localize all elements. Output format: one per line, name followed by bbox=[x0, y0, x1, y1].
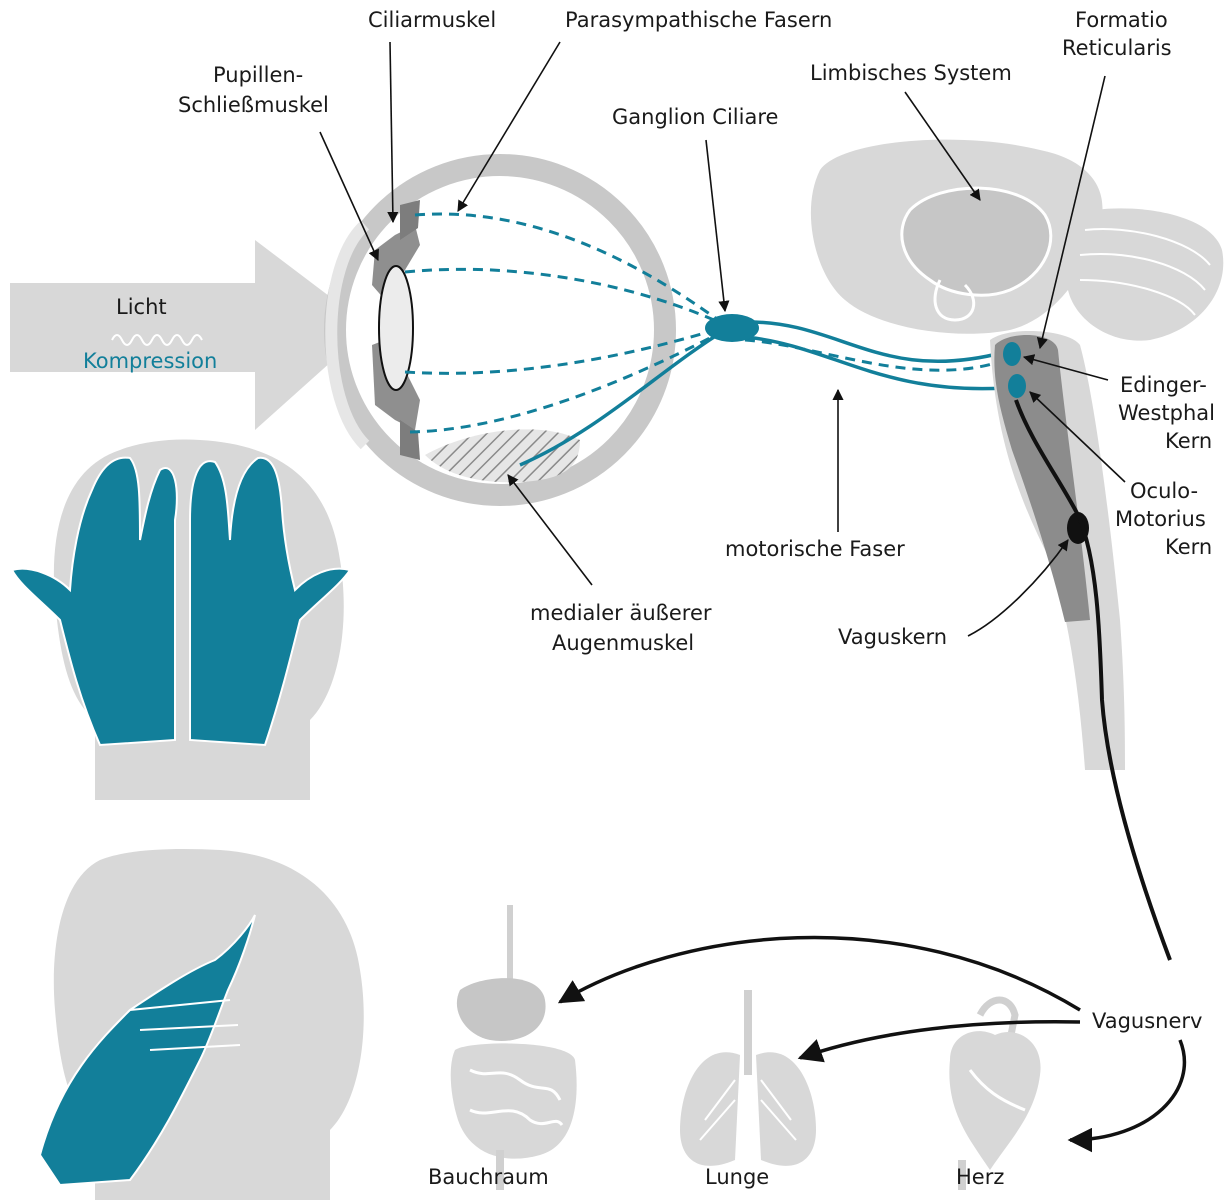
label-vaguskern: Vaguskern bbox=[838, 625, 947, 649]
label-herz: Herz bbox=[956, 1165, 1004, 1189]
label-pupillen-1: Pupillen- bbox=[213, 63, 303, 87]
label-ganglion-ciliare: Ganglion Ciliare bbox=[612, 105, 778, 129]
label-kompression: Kompression bbox=[83, 349, 217, 373]
label-oculo-2: Motorius bbox=[1115, 507, 1206, 531]
label-edinger-1: Edinger- bbox=[1120, 373, 1207, 397]
abdomen-organs-icon bbox=[451, 905, 577, 1190]
label-bauchraum: Bauchraum bbox=[428, 1165, 549, 1189]
label-pupillen-2: Schließmuskel bbox=[178, 93, 329, 117]
label-vagusnerv: Vagusnerv bbox=[1092, 1009, 1202, 1033]
light-arrow bbox=[10, 240, 370, 430]
edinger-westphal-nucleus bbox=[1003, 342, 1021, 366]
label-edinger-3: Kern bbox=[1165, 429, 1212, 453]
label-parasympathische-fasern: Parasympathische Fasern bbox=[565, 8, 832, 32]
vagus-arrows bbox=[560, 938, 1184, 1140]
lungs-icon bbox=[680, 990, 816, 1166]
label-motorische-faser: motorische Faser bbox=[725, 537, 905, 561]
brain-illustration bbox=[811, 140, 1223, 770]
ganglion-ciliare-node bbox=[705, 314, 759, 342]
label-medialer-2: Augenmuskel bbox=[552, 631, 694, 655]
label-formatio-1: Formatio bbox=[1075, 8, 1168, 32]
label-limbisches-system: Limbisches System bbox=[810, 61, 1012, 85]
label-edinger-2: Westphal bbox=[1118, 401, 1215, 425]
label-oculo-3: Kern bbox=[1165, 535, 1212, 559]
label-formatio-2: Reticularis bbox=[1062, 36, 1172, 60]
eye-illustration bbox=[331, 165, 665, 495]
label-medialer-1: medialer äußerer bbox=[530, 601, 712, 625]
label-ciliarmuskel: Ciliarmuskel bbox=[368, 8, 496, 32]
label-oculo-1: Oculo- bbox=[1130, 479, 1198, 503]
label-licht: Licht bbox=[116, 295, 167, 319]
label-lunge: Lunge bbox=[705, 1165, 769, 1189]
oculomotor-nucleus bbox=[1008, 374, 1026, 398]
heart-icon bbox=[949, 1000, 1040, 1190]
